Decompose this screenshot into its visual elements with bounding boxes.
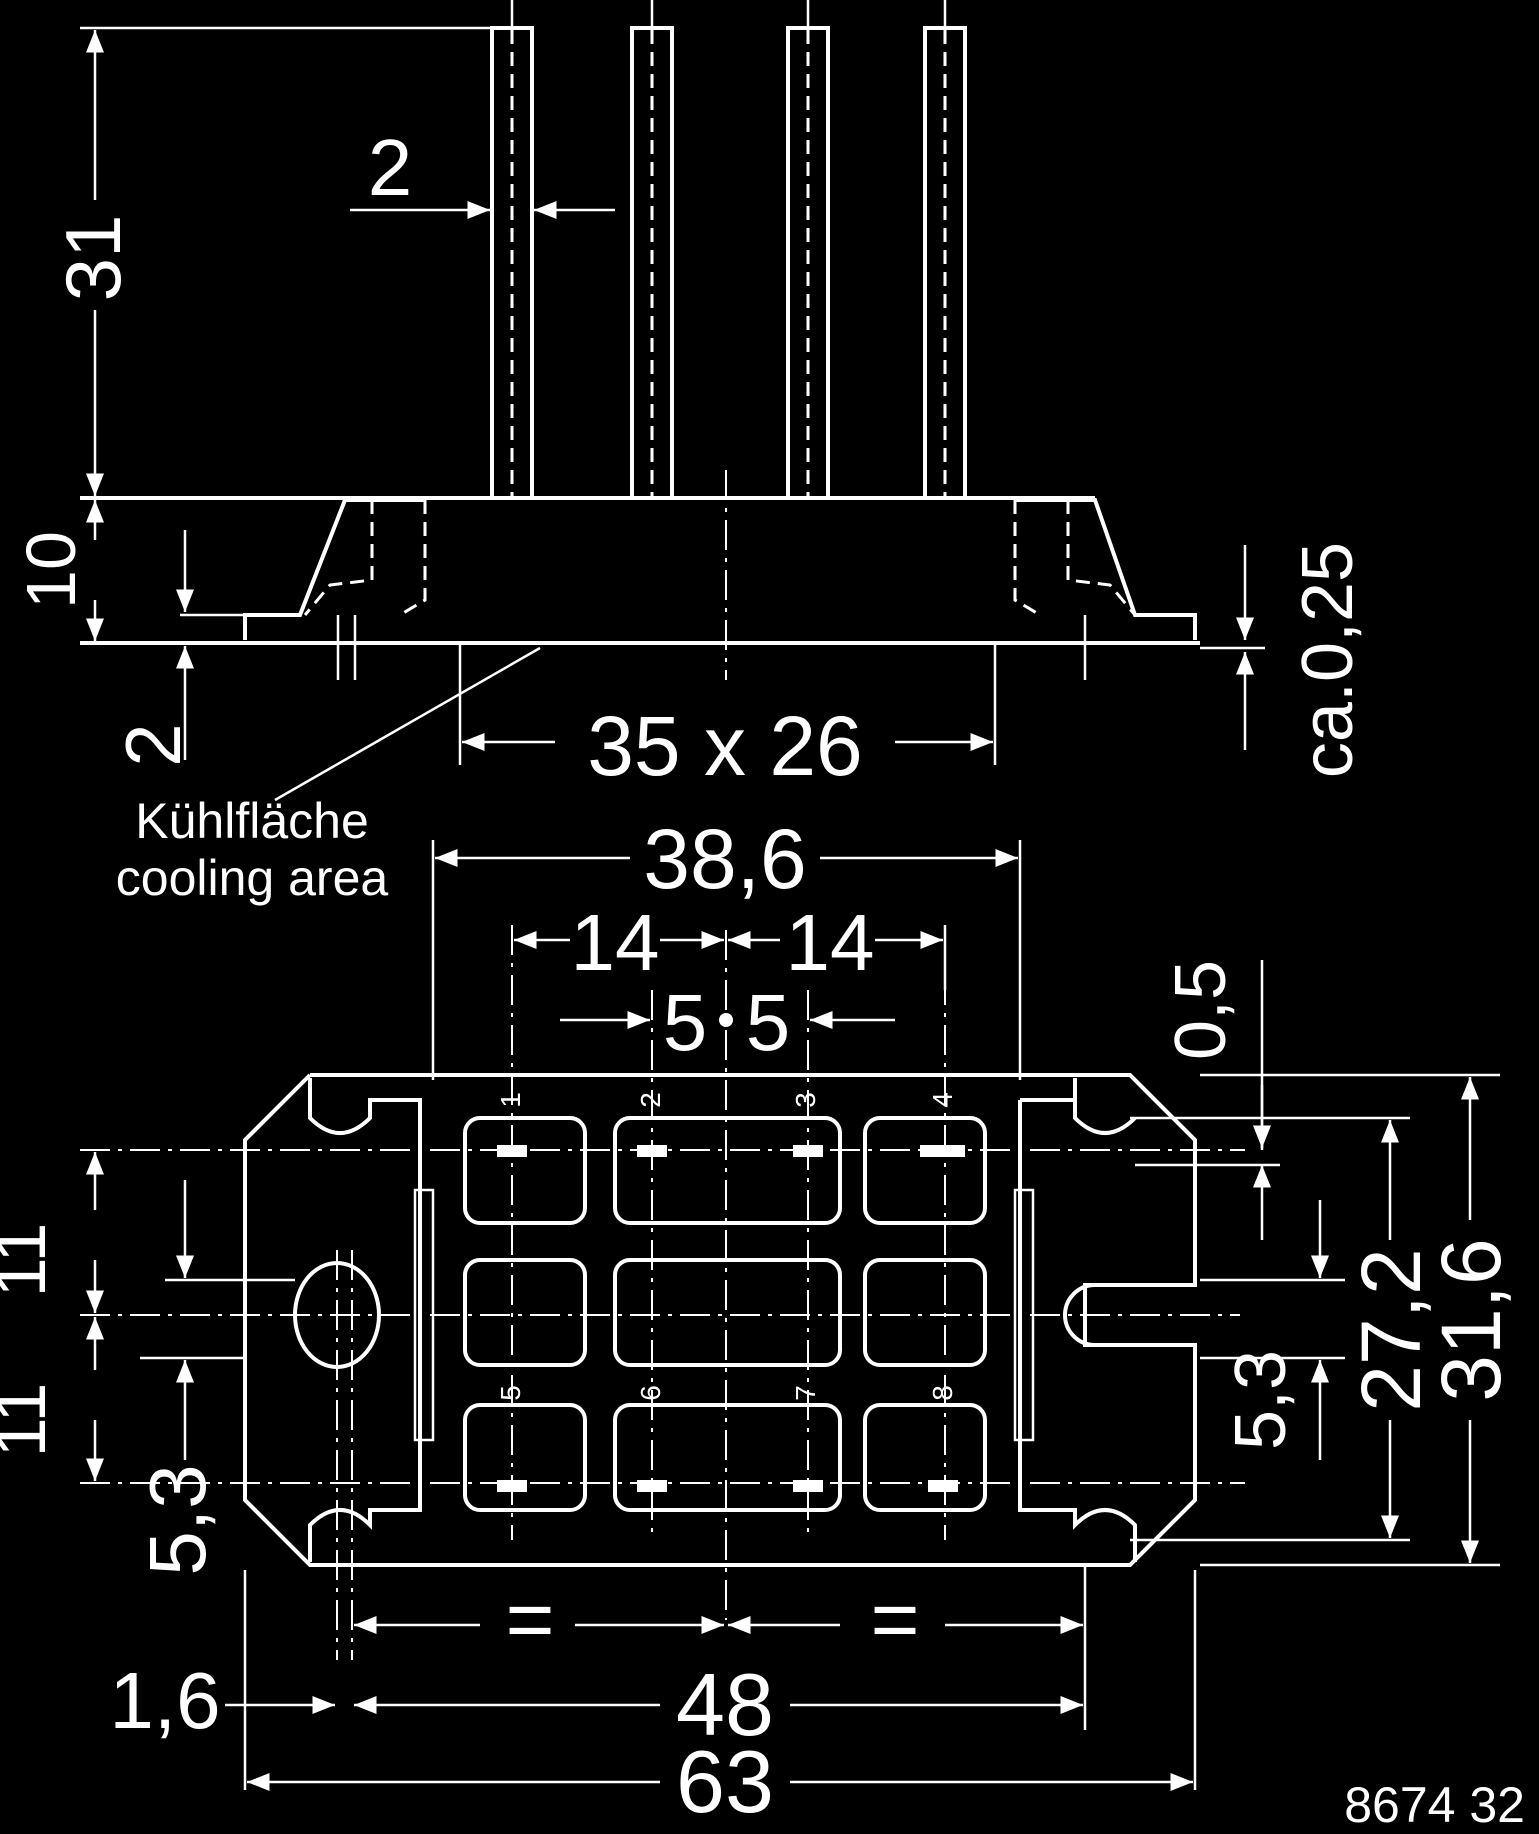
dim-14-left: 14	[571, 898, 660, 987]
terminal-pads	[463, 1116, 987, 1512]
dim-1-6: 1,6	[109, 1656, 220, 1745]
pin-label-8: 8	[927, 1385, 958, 1401]
dim-11-upper: 11	[0, 1223, 61, 1298]
dim-11-lower: 11	[0, 1383, 61, 1458]
top-view: 1 2 3 4 5 6 7 8 38,6	[0, 812, 1518, 1831]
dim-27-2: 27,2	[1344, 1248, 1438, 1412]
dim-equal-right: =	[870, 1572, 919, 1666]
dim-0-5: 0,5	[1161, 960, 1241, 1060]
module-outline	[243, 1073, 1197, 1567]
pin-label-6: 6	[635, 1385, 666, 1401]
dim-63: 63	[676, 1732, 774, 1831]
dim-equal-left: =	[505, 1572, 554, 1666]
dim-flatness: ca.0,25	[1288, 542, 1368, 778]
pin-label-1: 1	[495, 1092, 526, 1108]
pin-label-5: 5	[495, 1385, 526, 1401]
dim-5-left: 5	[663, 978, 708, 1067]
dim-48: 48	[676, 1655, 774, 1754]
dim-10: 10	[12, 531, 90, 609]
pin-label-3: 3	[790, 1092, 821, 1108]
dim-5-right: 5	[746, 978, 791, 1067]
dim-38-6: 38,6	[643, 812, 807, 906]
dim-31: 31	[49, 215, 137, 302]
terminal-pins	[490, 0, 970, 500]
label-cooling-area: cooling area	[116, 850, 389, 906]
label-kuehlflaeche: Kühlfläche	[135, 793, 369, 849]
dim-31-6: 31,6	[1424, 1238, 1518, 1402]
dim-5-3-right: 5,3	[1221, 1350, 1301, 1450]
drawing-number: 8674 32	[1344, 1777, 1525, 1833]
dim-14-right: 14	[786, 898, 875, 987]
dim-5-3-left: 5,3	[133, 1464, 222, 1575]
dim-2-pin: 2	[368, 123, 413, 212]
dim-cooling-area: 35 x 26	[587, 699, 863, 793]
pin-label-4: 4	[927, 1092, 958, 1108]
dim-2-base: 2	[109, 723, 197, 766]
pin-labels: 1 2 3 4 5 6 7 8	[495, 1092, 958, 1401]
module-body	[80, 470, 1200, 680]
pin-label-7: 7	[790, 1385, 821, 1401]
centre-lines	[80, 925, 1245, 1660]
pin-label-2: 2	[635, 1092, 666, 1108]
side-view: 31 10 2 2 35 x 26 Kühlfläche cooling are…	[12, 0, 1368, 906]
